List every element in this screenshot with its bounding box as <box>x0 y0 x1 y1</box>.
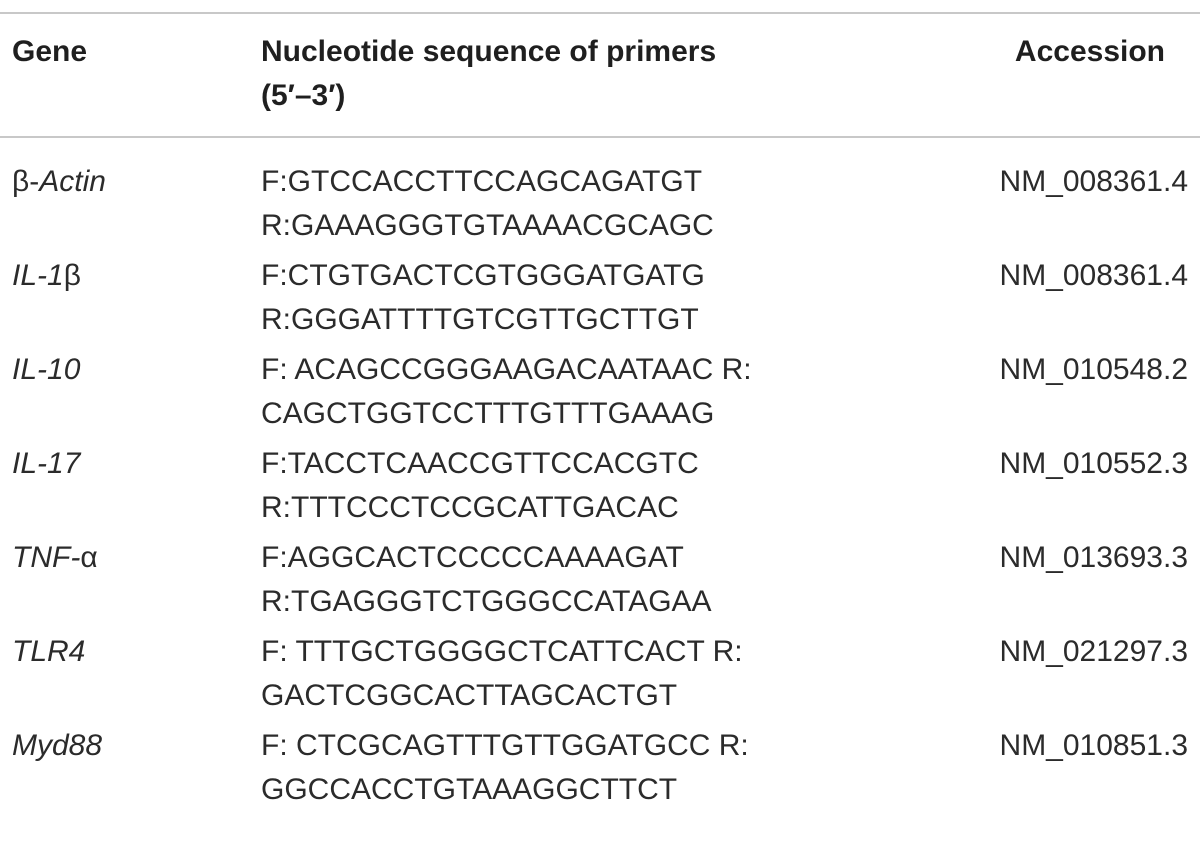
primer-reverse: R:TGAGGGTCTGGGCCATAGAA <box>261 585 712 618</box>
primer-forward: F:CTGTGACTCGTGGGATGATG <box>261 259 705 292</box>
gene-name: TNF-α <box>12 541 98 574</box>
primer-forward: F:TACCTCAACCGTTCCACGTC <box>261 447 699 480</box>
accession-number: NM_010548.2 <box>999 353 1188 386</box>
primer-reverse: R:GAAAGGGTGTAAAACGCAGC <box>261 209 714 242</box>
accession-number: NM_013693.3 <box>999 541 1188 574</box>
primer-forward: F:GTCCACCTTCCAGCAGATGT <box>261 165 703 198</box>
table-row: β-Actin F:GTCCACCTTCCAGCAGATGT R:GAAAGGGT… <box>0 160 1200 254</box>
primer-sequence: F: CTCGCAGTTTGTTGGATGCC R: GGCCACCTGTAAAG… <box>261 724 821 812</box>
accession-number: NM_021297.3 <box>999 635 1188 668</box>
gene-name: Myd88 <box>12 729 103 762</box>
primer-sequence: F:GTCCACCTTCCAGCAGATGT R:GAAAGGGTGTAAAACG… <box>261 160 821 248</box>
primer-forward: F: CTCGCAGTTTGTTGGATGCC R: <box>261 729 749 762</box>
header-bottom-rule <box>0 136 1200 138</box>
header-accession: Accession <box>1014 35 1165 68</box>
table-row: IL-1β F:CTGTGACTCGTGGGATGATG R:GGGATTTTGT… <box>0 254 1200 348</box>
primer-sequence: F: ACAGCCGGGAAGACAATAAC R: CAGCTGGTCCTTTG… <box>261 348 821 436</box>
table-row: TNF-α F:AGGCACTCCCCCAAAAGAT R:TGAGGGTCTGG… <box>0 536 1200 630</box>
primer-forward: F:AGGCACTCCCCCAAAAGAT <box>261 541 684 574</box>
table-top-rule <box>0 12 1200 14</box>
accession-number: NM_008361.4 <box>999 259 1188 292</box>
accession-number: NM_010552.3 <box>999 447 1188 480</box>
gene-name: IL-17 <box>12 447 81 480</box>
table-row: TLR4 F: TTTGCTGGGGCTCATTCACT R: GACTCGGCA… <box>0 630 1200 724</box>
primer-reverse: GGCCACCTGTAAAGGCTTCT <box>261 773 678 806</box>
primer-reverse: R:GGGATTTTGTCGTTGCTTGT <box>261 303 699 336</box>
primer-forward: F: ACAGCCGGGAAGACAATAAC R: <box>261 353 752 386</box>
gene-name: TLR4 <box>12 635 86 668</box>
table-body: β-Actin F:GTCCACCTTCCAGCAGATGT R:GAAAGGGT… <box>0 160 1200 818</box>
accession-number: NM_008361.4 <box>999 165 1188 198</box>
table-row: Myd88 F: CTCGCAGTTTGTTGGATGCC R: GGCCACCT… <box>0 724 1200 818</box>
gene-name: β-Actin <box>12 165 106 198</box>
header-sequence-line1: Nucleotide sequence of primers <box>261 35 717 68</box>
primer-sequence: F: TTTGCTGGGGCTCATTCACT R: GACTCGGCACTTAG… <box>261 630 821 718</box>
header-gene: Gene <box>12 35 88 68</box>
table-row: IL-10 F: ACAGCCGGGAAGACAATAAC R: CAGCTGGT… <box>0 348 1200 442</box>
primer-reverse: R:TTTCCCTCCGCATTGACAC <box>261 491 679 524</box>
primer-reverse: CAGCTGGTCCTTTGTTTGAAAG <box>261 397 715 430</box>
table-row: IL-17 F:TACCTCAACCGTTCCACGTC R:TTTCCCTCCG… <box>0 442 1200 536</box>
primer-forward: F: TTTGCTGGGGCTCATTCACT R: <box>261 635 743 668</box>
gene-name: IL-10 <box>12 353 81 386</box>
gene-name: IL-1β <box>12 259 81 292</box>
header-sequence: Nucleotide sequence of primers (5′–3′) <box>261 30 716 118</box>
header-sequence-line2: (5′–3′) <box>261 79 346 112</box>
primer-reverse: GACTCGGCACTTAGCACTGT <box>261 679 678 712</box>
accession-number: NM_010851.3 <box>999 729 1188 762</box>
primer-sequence: F:CTGTGACTCGTGGGATGATG R:GGGATTTTGTCGTTGC… <box>261 254 821 342</box>
primer-sequence: F:TACCTCAACCGTTCCACGTC R:TTTCCCTCCGCATTGA… <box>261 442 821 530</box>
primer-sequence: F:AGGCACTCCCCCAAAAGAT R:TGAGGGTCTGGGCCATA… <box>261 536 821 624</box>
